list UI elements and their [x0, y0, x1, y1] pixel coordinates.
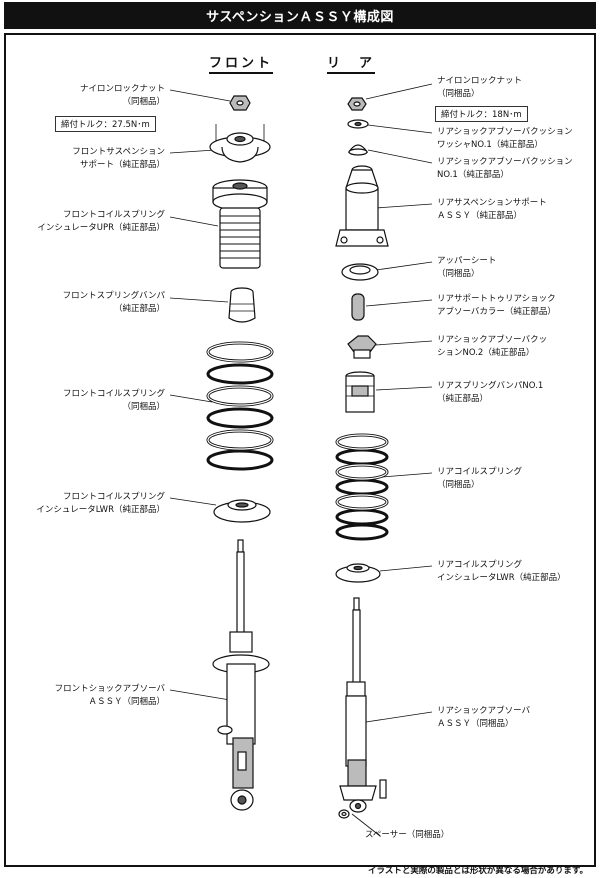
rear-label-insulator-lwr: リアコイルスプリングインシュレータLWR（純正部品） — [437, 560, 566, 583]
front-label-lock-nut: ナイロンロックナット（同梱品） — [79, 84, 165, 107]
rear-cushion-washer-icon — [347, 119, 369, 129]
rear-heading: リ ア — [327, 52, 376, 74]
rear-cushion-no1-icon — [347, 144, 369, 156]
front-shock-absorber-icon — [212, 539, 270, 811]
front-label-insulator-lwr: フロントコイルスプリングインシュレータLWR（純正部品） — [36, 492, 165, 515]
rear-shock-absorber-icon — [339, 597, 387, 813]
front-insulator-lwr-icon — [213, 499, 271, 523]
front-heading: フロント — [209, 52, 274, 74]
rear-bumper-icon — [345, 371, 375, 413]
rear-collar-icon — [351, 293, 365, 321]
front-label-coil-spring: フロントコイルスプリング（同梱品） — [62, 389, 165, 412]
rear-support-icon — [335, 165, 389, 247]
front-bumper-icon — [228, 287, 256, 323]
rear-label-bumper: リアスプリングバンパNO.1（純正部品） — [437, 381, 544, 404]
rear-label-upper-seat: アッパーシート（同梱品） — [437, 256, 497, 279]
rear-label-lock-nut: ナイロンロックナット（同梱品） — [437, 76, 523, 99]
page-title: サスペンションＡＳＳＹ構成図 — [4, 2, 596, 29]
rear-spacer-icon — [338, 809, 350, 819]
front-torque-box: 締付トルク：27.5N･m — [55, 116, 156, 132]
diagram-border — [4, 33, 596, 867]
front-leader-lines — [169, 89, 231, 701]
front-support-icon — [209, 124, 271, 163]
front-label-support: フロントサスペンションサポート（純正部品） — [72, 147, 165, 170]
rear-coil-spring-icon — [335, 433, 389, 541]
front-lock-nut-icon — [229, 95, 251, 111]
rear-insulator-lwr-icon — [335, 563, 381, 583]
front-label-bumper: フロントスプリングバンパ（純正部品） — [62, 291, 165, 314]
rear-label-cushion-no2: リアショックアブソーバクッションNO.2（純正部品） — [437, 335, 548, 358]
rear-label-cushion-washer: リアショックアブソーバクッションワッシャNO.1（純正部品） — [437, 127, 573, 150]
rear-upper-seat-icon — [341, 263, 379, 281]
front-coil-spring-icon — [206, 341, 274, 471]
front-label-insulator-upr: フロントコイルスプリングインシュレータUPR（純正部品） — [37, 210, 165, 233]
rear-label-spacer: スペーサー（同梱品） — [365, 830, 450, 840]
front-insulator-upr-icon — [212, 179, 268, 269]
rear-label-collar: リアサポートトゥリアショックアブソーバカラー（純正部品） — [437, 294, 556, 317]
rear-label-coil-spring: リアコイルスプリング（同梱品） — [437, 467, 523, 490]
footnote: イラストと実際の製品とは形状が異なる場合があります。 — [368, 866, 588, 876]
rear-lock-nut-icon — [347, 97, 367, 111]
rear-torque-box: 締付トルク：18N･m — [435, 106, 528, 122]
rear-leader-lines — [351, 83, 433, 837]
rear-cushion-no2-icon — [347, 335, 377, 359]
